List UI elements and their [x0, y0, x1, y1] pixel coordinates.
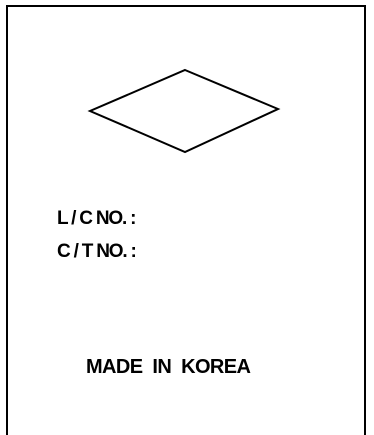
- ct-number-label: C / T NO. :: [57, 241, 137, 262]
- country-of-origin-label: MADE IN KOREA: [86, 356, 251, 378]
- lc-number-label: L / C NO. :: [57, 208, 137, 229]
- diamond-shape: [87, 68, 281, 154]
- carton-label-frame: [6, 5, 366, 435]
